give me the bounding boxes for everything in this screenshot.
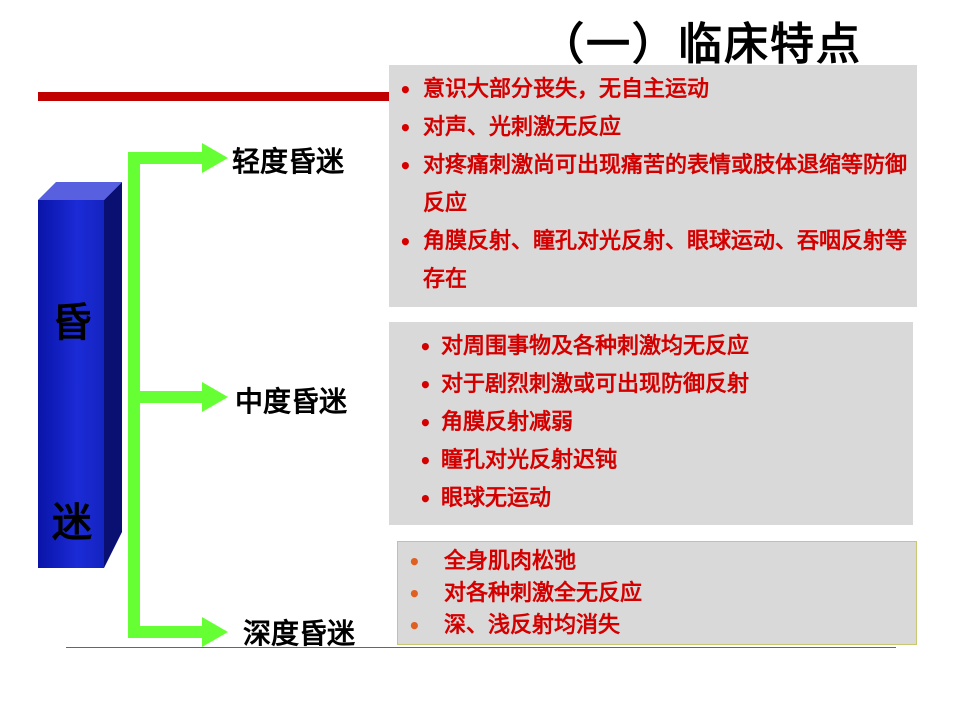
moderate-coma-features-box: •对周围事物及各种刺激均无反应 •对于剧烈刺激或可出现防御反射 •角膜反射减弱 … — [389, 322, 913, 525]
connector-line-mild — [128, 152, 208, 164]
level-label-deep: 深度昏迷 — [243, 617, 356, 650]
list-item: •全身肌肉松弛 — [408, 549, 577, 574]
connector-line-deep — [128, 626, 208, 638]
list-item: •意识大部分丧失，无自主运动 — [399, 77, 710, 102]
title-underline-rule — [38, 92, 390, 101]
list-item: •眼球无运动 — [419, 486, 552, 511]
list-item: •对疼痛刺激尚可出现痛苦的表情或肢体退缩等防御反应 — [399, 153, 908, 216]
arrow-mild-icon — [202, 143, 228, 173]
arrow-moderate-icon — [202, 382, 228, 412]
bottom-divider — [66, 647, 896, 648]
list-item: •角膜反射减弱 — [419, 410, 574, 435]
arrow-deep-icon — [202, 617, 228, 647]
coma-category-bar: 昏 迷 — [38, 182, 122, 568]
slide-title: （一）临床特点 — [540, 19, 862, 70]
list-item: •瞳孔对光反射迟钝 — [419, 448, 618, 473]
list-item: •角膜反射、瞳孔对光反射、眼球运动、吞咽反射等存在 — [399, 229, 908, 292]
mild-coma-features-box: •意识大部分丧失，无自主运动 •对声、光刺激无反应 •对疼痛刺激尚可出现痛苦的表… — [389, 65, 917, 307]
list-item: •对于剧烈刺激或可出现防御反射 — [419, 372, 750, 397]
list-item: •对周围事物及各种刺激均无反应 — [419, 334, 750, 359]
level-label-moderate: 中度昏迷 — [235, 385, 348, 418]
list-item: •深、浅反射均消失 — [408, 613, 621, 638]
deep-coma-features-box: •全身肌肉松弛 •对各种刺激全无反应 •深、浅反射均消失 — [397, 541, 917, 645]
coma-label-char-1: 昏 — [52, 300, 92, 346]
list-item: •对声、光刺激无反应 — [399, 115, 622, 140]
list-item: •对各种刺激全无反应 — [408, 581, 643, 606]
coma-label-char-2: 迷 — [52, 500, 92, 546]
level-label-mild: 轻度昏迷 — [232, 145, 345, 178]
connector-line-moderate — [128, 391, 208, 403]
